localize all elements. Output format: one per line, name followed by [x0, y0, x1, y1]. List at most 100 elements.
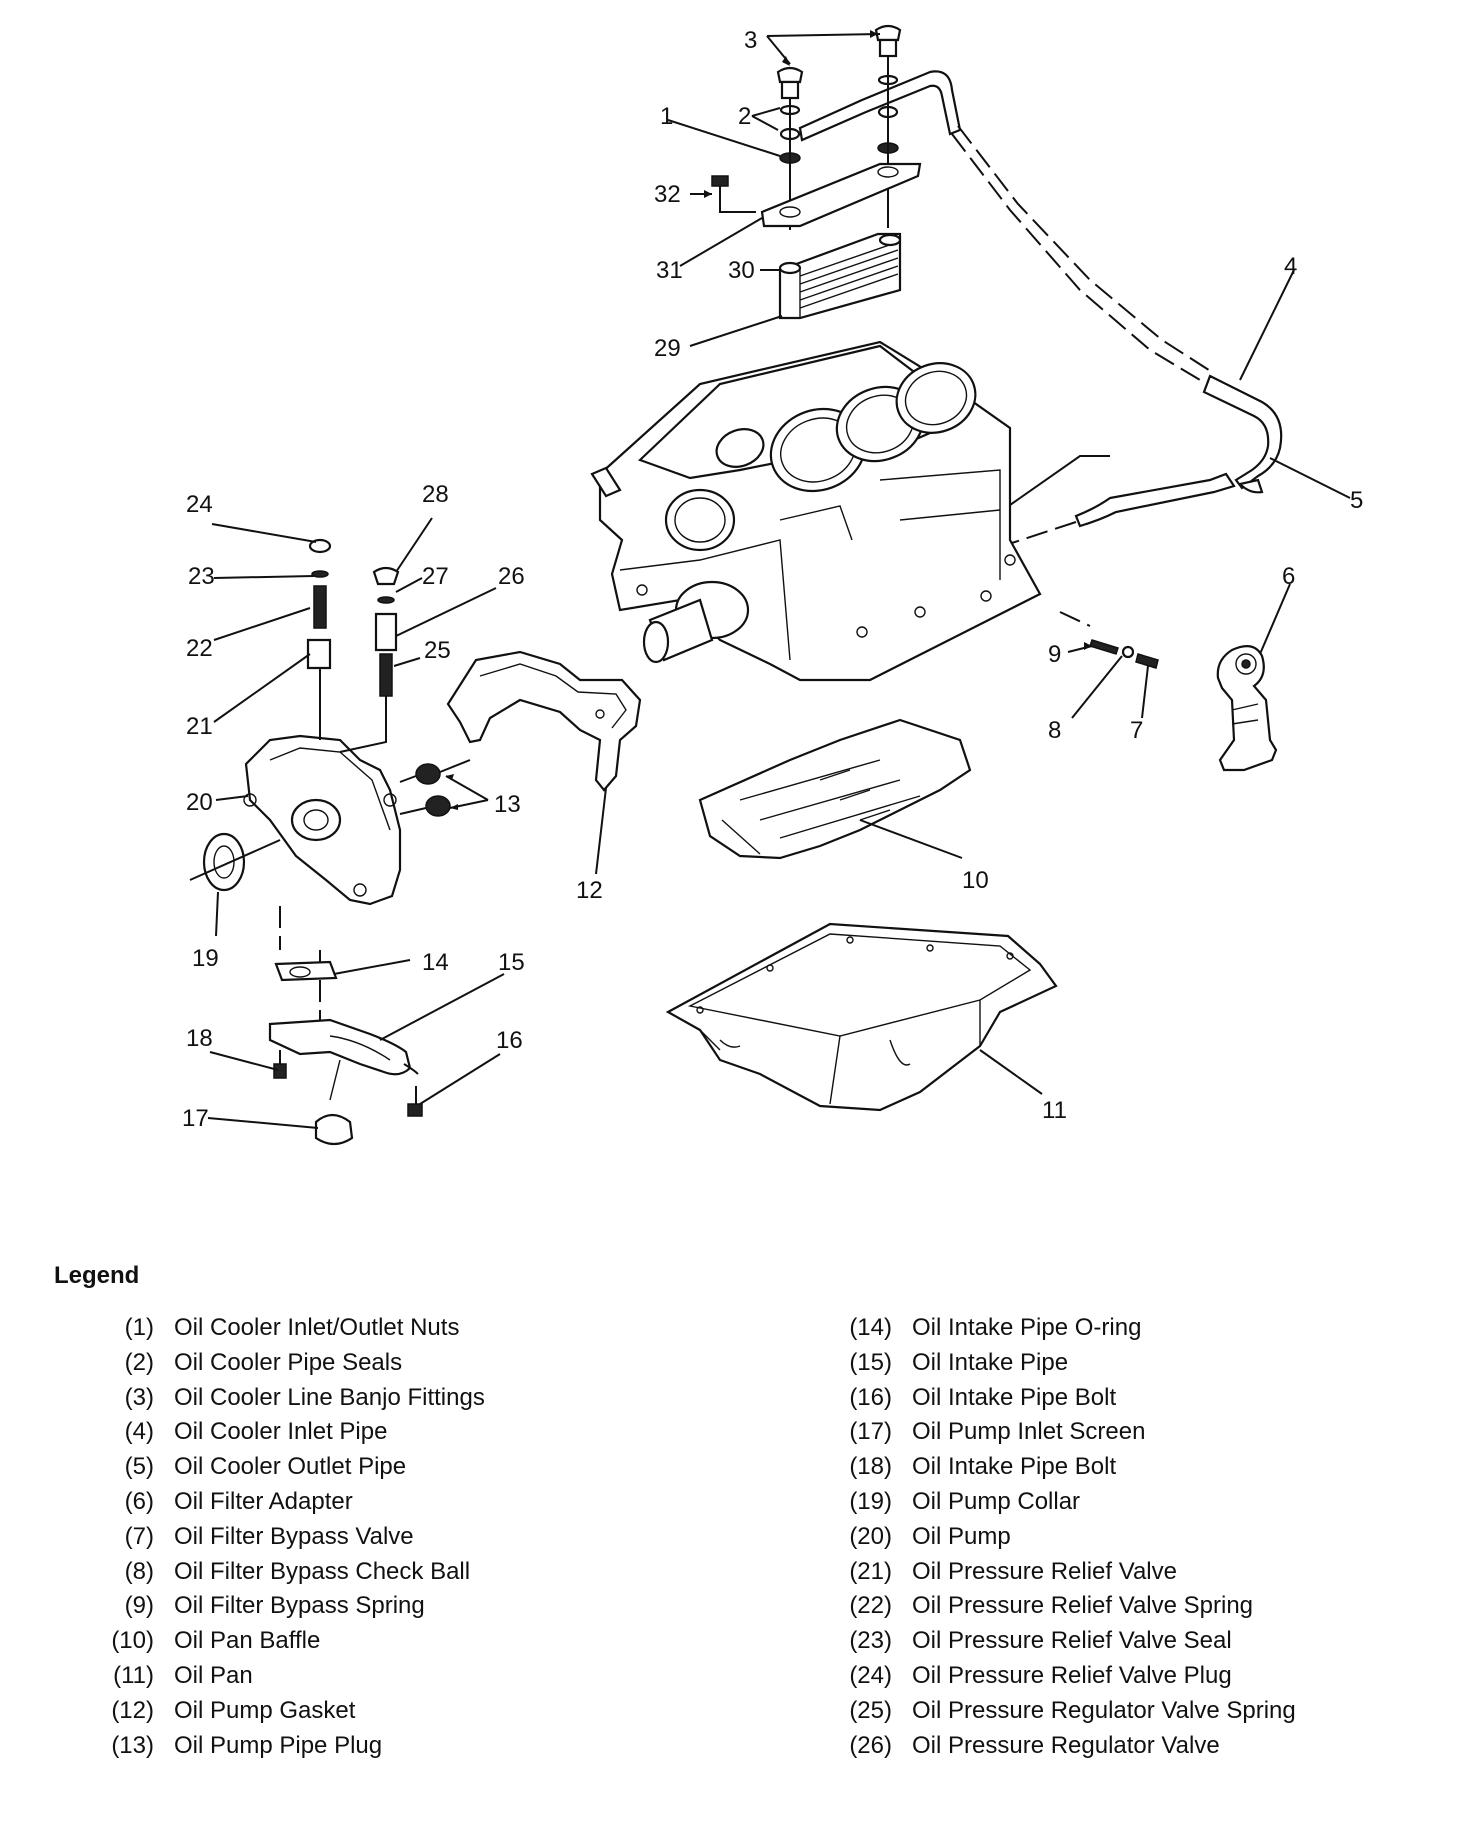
legend-part-name: Oil Pan Baffle	[174, 1627, 321, 1655]
legend-item: (22)Oil Pressure Relief Valve Spring	[836, 1592, 1296, 1627]
legend-item: (21)Oil Pressure Relief Valve	[836, 1558, 1296, 1593]
legend-item: (10) Oil Pan Baffle	[96, 1627, 485, 1662]
cooler-pipes	[879, 125, 1283, 583]
legend-number: (10)	[111, 1627, 154, 1655]
legend-part-name: Oil Cooler Pipe Seals	[174, 1348, 403, 1376]
legend-part-name: Oil Filter Bypass Check Ball	[174, 1557, 471, 1585]
callout-32: 32	[654, 181, 681, 208]
callout-6: 6	[1282, 563, 1295, 590]
legend-part-name: Oil Cooler Inlet/Outlet Nuts	[174, 1314, 460, 1341]
callout-12: 12	[576, 877, 603, 904]
legend-part-name: Oil Cooler Line Banjo Fittings	[174, 1383, 485, 1411]
callout-8: 8	[1048, 717, 1061, 744]
legend-part-name: Oil Pressure Regulator Valve Spring	[912, 1696, 1296, 1724]
legend-part-name: Oil Filter Bypass Valve	[174, 1522, 414, 1550]
legend-number: (25)	[849, 1696, 892, 1724]
callout-15: 15	[498, 949, 525, 976]
oil-pan-baffle	[698, 718, 972, 860]
engine-block	[590, 340, 1042, 682]
legend-item: (12)Oil Pump Gasket	[96, 1697, 485, 1732]
legend-part-name: Oil Cooler Inlet Pipe	[174, 1418, 388, 1446]
legend-item: (14) Oil Intake Pipe O-ring	[836, 1314, 1296, 1349]
legend-item: (5)Oil Cooler Outlet Pipe	[96, 1453, 485, 1488]
legend-number: (7)	[124, 1522, 154, 1550]
legend-item: (24) Oil Pressure Relief Valve Plug	[836, 1662, 1296, 1697]
callout-3: 3	[744, 27, 757, 54]
legend-item: (1) Oil Cooler Inlet/Outlet Nuts	[96, 1314, 485, 1349]
callout-7: 7	[1130, 717, 1143, 744]
legend-item: (20)Oil Pump	[836, 1523, 1296, 1558]
oil-intake-group	[268, 906, 423, 1146]
callout-24: 24	[186, 491, 213, 518]
legend-number: (18)	[849, 1453, 892, 1481]
callout-9: 9	[1048, 641, 1061, 668]
callout-31: 31	[656, 257, 683, 284]
legend-item: (8) Oil Filter Bypass Check Ball	[96, 1558, 485, 1593]
oil-pan	[665, 922, 1058, 1112]
callout-19: 19	[192, 945, 219, 972]
legend-part-name: Oil Pressure Relief Valve Spring	[912, 1592, 1254, 1620]
legend-item: (6)Oil Filter Adapter	[96, 1488, 485, 1523]
legend-part-name: Oil Pressure Regulator Valve	[912, 1731, 1220, 1759]
legend-part-name: Oil Intake Pipe O-ring	[912, 1314, 1142, 1341]
legend-item: (23) Oil Pressure Relief Valve Seal	[836, 1627, 1296, 1662]
legend-part-name: Oil Pump Collar	[912, 1487, 1081, 1515]
callout-14: 14	[422, 949, 449, 976]
legend-part-name: Oil Intake Pipe Bolt	[912, 1453, 1117, 1481]
legend-number: (17)	[849, 1418, 892, 1446]
callout-10: 10	[962, 867, 989, 894]
legend-part-name: Oil Pan	[174, 1661, 253, 1689]
legend-part-name: Oil Filter Bypass Spring	[174, 1592, 425, 1620]
legend-item: (16)Oil Intake Pipe Bolt	[836, 1384, 1296, 1419]
legend-number: (23)	[849, 1627, 892, 1655]
callout-16: 16	[496, 1027, 523, 1054]
callout-20: 20	[186, 789, 213, 816]
legend-item: (17)Oil Pump Inlet Screen	[836, 1418, 1296, 1453]
callout-23: 23	[188, 563, 215, 590]
exploded-parts-diagram: 3 2 1 32 31 30 29 4 5 6 9 8 7 10 11 12 1…	[182, 24, 1363, 1146]
callout-21: 21	[186, 713, 213, 740]
callout-5: 5	[1350, 487, 1363, 514]
legend-part-name: Oil Pressure Relief Valve Plug	[912, 1661, 1232, 1689]
callout-25: 25	[424, 637, 451, 664]
legend-number: (16)	[849, 1383, 892, 1411]
legend-item: (18) Oil Intake Pipe Bolt	[836, 1453, 1296, 1488]
legend-number: (14)	[849, 1314, 892, 1341]
legend-number: (21)	[849, 1557, 892, 1585]
callout-1: 1	[660, 103, 673, 130]
legend-number: (26)	[849, 1731, 892, 1759]
legend-number: (1)	[124, 1314, 154, 1341]
legend-item: (11) Oil Pan	[96, 1662, 485, 1697]
callout-17: 17	[182, 1105, 209, 1132]
legend-item: (19)Oil Pump Collar	[836, 1488, 1296, 1523]
oil-cooler-assembly	[711, 24, 962, 320]
oil-pump-group	[189, 538, 471, 906]
legend-item: (26) Oil Pressure Regulator Valve	[836, 1732, 1296, 1767]
legend-number: (2)	[124, 1348, 154, 1376]
leader-lines	[207, 33, 1351, 1129]
legend-number: (5)	[124, 1453, 154, 1481]
legend-number: (24)	[849, 1661, 892, 1689]
legend-number: (3)	[124, 1383, 154, 1411]
callout-30: 30	[728, 257, 755, 284]
callout-2: 2	[738, 103, 751, 130]
legend-number: (6)	[124, 1487, 154, 1515]
arrowheads	[446, 30, 1092, 810]
legend-part-name: Oil Pressure Relief Valve Seal	[912, 1627, 1232, 1655]
legend-number: (9)	[124, 1592, 154, 1620]
callout-labels: 3 2 1 32 31 30 29 4 5 6 9 8 7 10 11 12 1…	[182, 27, 1363, 1132]
legend-number: (15)	[849, 1348, 892, 1376]
legend-part-name: Oil Intake Pipe	[912, 1348, 1069, 1376]
callout-26: 26	[498, 563, 525, 590]
oil-pump-gasket	[446, 650, 642, 792]
callout-18: 18	[186, 1025, 213, 1052]
callout-27: 27	[422, 563, 449, 590]
legend-left-column: (1) Oil Cooler Inlet/Outlet Nuts (2) Oil C…	[96, 1314, 485, 1766]
legend-item: (25) Oil Pressure Regulator Valve Spring	[836, 1696, 1296, 1732]
legend-number: (11)	[113, 1661, 154, 1689]
legend-number: (13)	[111, 1731, 154, 1759]
legend-number: (8)	[124, 1557, 154, 1585]
legend-number: (12)	[111, 1696, 154, 1724]
legend-item: (13)Oil Pump Pipe Plug	[96, 1732, 485, 1767]
legend-item: (2) Oil Cooler Pipe Seals	[96, 1349, 485, 1384]
